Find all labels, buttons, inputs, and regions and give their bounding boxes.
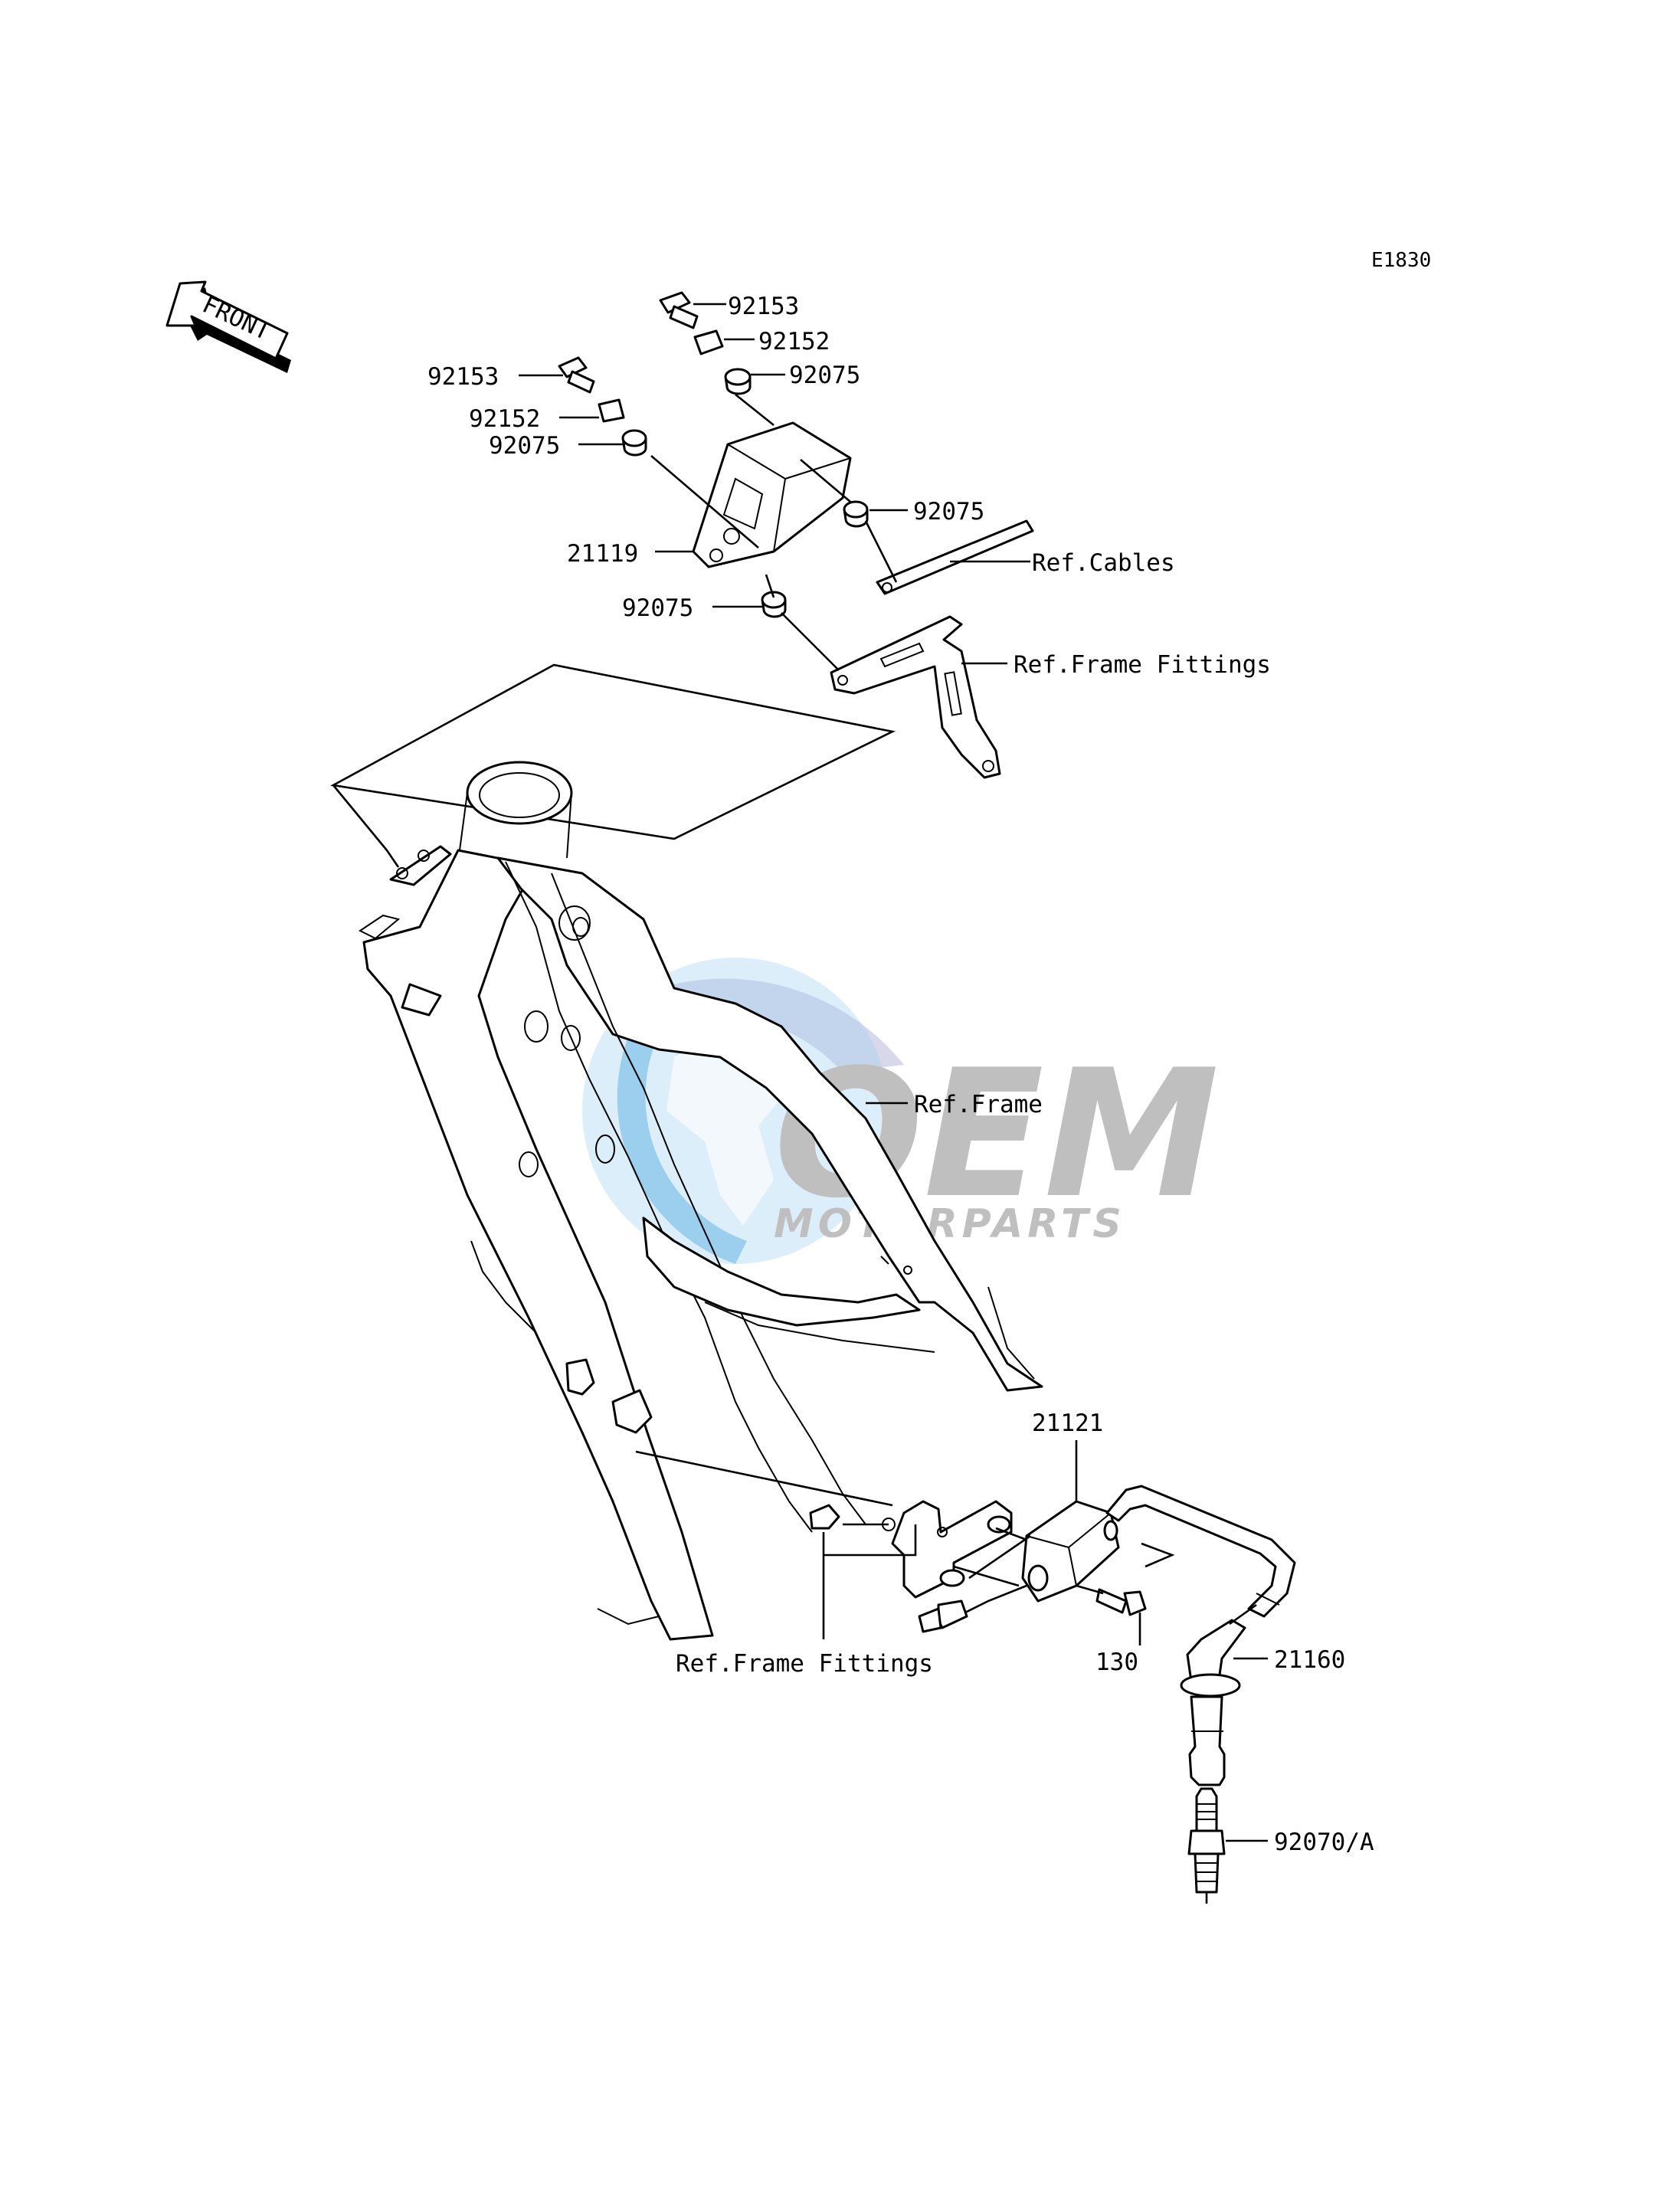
detail-callout-frame: [330, 663, 896, 840]
callout-21119: 21119: [567, 540, 638, 568]
callout-ref-frame-fittings-bottom: Ref.Frame Fittings: [676, 1650, 933, 1678]
watermark-logo: OEM MOTORPARTS: [582, 958, 1220, 1264]
collar-92152-top: [693, 329, 724, 355]
watermark-tagline: MOTORPARTS: [774, 1201, 1126, 1247]
grommet-92075-top: [724, 368, 752, 395]
callout-21121: 21121: [1032, 1410, 1103, 1437]
callout-92075-top: 92075: [789, 362, 860, 389]
leader-lines: [519, 303, 1268, 1842]
motorcycle-frame: [359, 761, 1043, 1641]
callout-92153-left: 92153: [427, 363, 499, 391]
bolt-92153-top: [659, 291, 699, 329]
bolt-130: [1095, 1588, 1147, 1616]
plug-cap-21160: [1180, 1619, 1246, 1786]
grommet-92075-left: [621, 429, 647, 457]
cdi-unit-21119: [692, 421, 852, 568]
callout-21160: 21160: [1274, 1646, 1345, 1674]
bracket-frame-fitting-top: [830, 615, 1001, 779]
bolt-92153-left: [558, 356, 595, 394]
callout-92075-left: 92075: [489, 432, 560, 460]
callout-92070a: 92070/A: [1274, 1829, 1374, 1856]
lower-assembly: [635, 1450, 1296, 1904]
grommet-92075-lower: [761, 591, 787, 618]
upper-assembly: [558, 291, 1034, 779]
bolt-frame-fitting: [809, 1504, 840, 1530]
diagram-code: E1830: [1371, 249, 1431, 272]
callout-labels: 92153 92152 92075 92153 92152 92075 9207…: [427, 293, 1374, 1856]
ignition-coil-21121: [1021, 1500, 1120, 1603]
callout-92075-lower: 92075: [622, 594, 693, 622]
callout-130: 130: [1095, 1649, 1138, 1676]
callout-ref-cables: Ref.Cables: [1032, 549, 1175, 577]
front-arrow-icon: FRONT: [165, 280, 291, 373]
callout-ref-frame: Ref.Frame: [914, 1091, 1043, 1118]
callout-92152-left: 92152: [469, 405, 540, 433]
callout-92153-top: 92153: [728, 293, 799, 320]
callout-ref-frame-fittings-top: Ref.Frame Fittings: [1014, 651, 1271, 679]
spark-plug-92070a: [1187, 1787, 1226, 1904]
coil-connector: [937, 1599, 968, 1629]
callout-92075-right: 92075: [913, 498, 984, 526]
cable-strap: [876, 519, 1034, 595]
coil-bracket: [882, 1500, 1013, 1599]
callout-92152-top: 92152: [758, 328, 830, 355]
collar-92152-left: [598, 398, 625, 423]
grommet-92075-right: [843, 500, 869, 528]
